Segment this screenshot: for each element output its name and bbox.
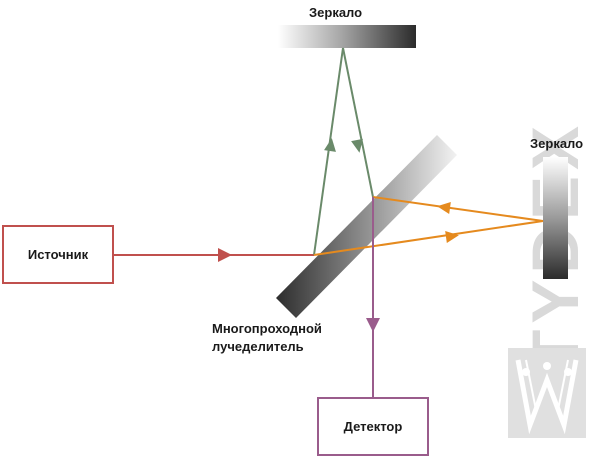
top-mirror <box>278 25 416 48</box>
beam-paths <box>113 47 544 398</box>
arrowhead-icon <box>324 138 336 152</box>
right-mirror-label: Зеркало <box>530 136 583 151</box>
arrowhead-icon <box>445 231 459 243</box>
arrowhead-icon <box>218 248 232 262</box>
reflected-beam-out <box>313 220 544 256</box>
arrowheads <box>218 138 459 332</box>
reflected-beam-back <box>372 196 544 222</box>
beam-splitter <box>276 135 457 318</box>
source-box <box>2 225 114 284</box>
tydex-logo-icon <box>508 348 586 438</box>
right-mirror <box>543 157 568 279</box>
mirror-beam-down <box>342 47 374 198</box>
top-mirror-label: Зеркало <box>309 5 362 20</box>
detector-label: Детектор <box>344 419 403 434</box>
arrowhead-icon <box>437 202 451 214</box>
arrowhead-icon <box>366 318 380 332</box>
detector-box <box>317 397 429 456</box>
source-label: Источник <box>28 247 89 262</box>
beam-splitter-label-line2: лучеделитель <box>212 339 304 354</box>
arrowhead-icon <box>351 138 363 153</box>
mirror-beam-up <box>313 47 344 256</box>
beam-splitter-label-line1: Многопроходной <box>212 321 322 336</box>
